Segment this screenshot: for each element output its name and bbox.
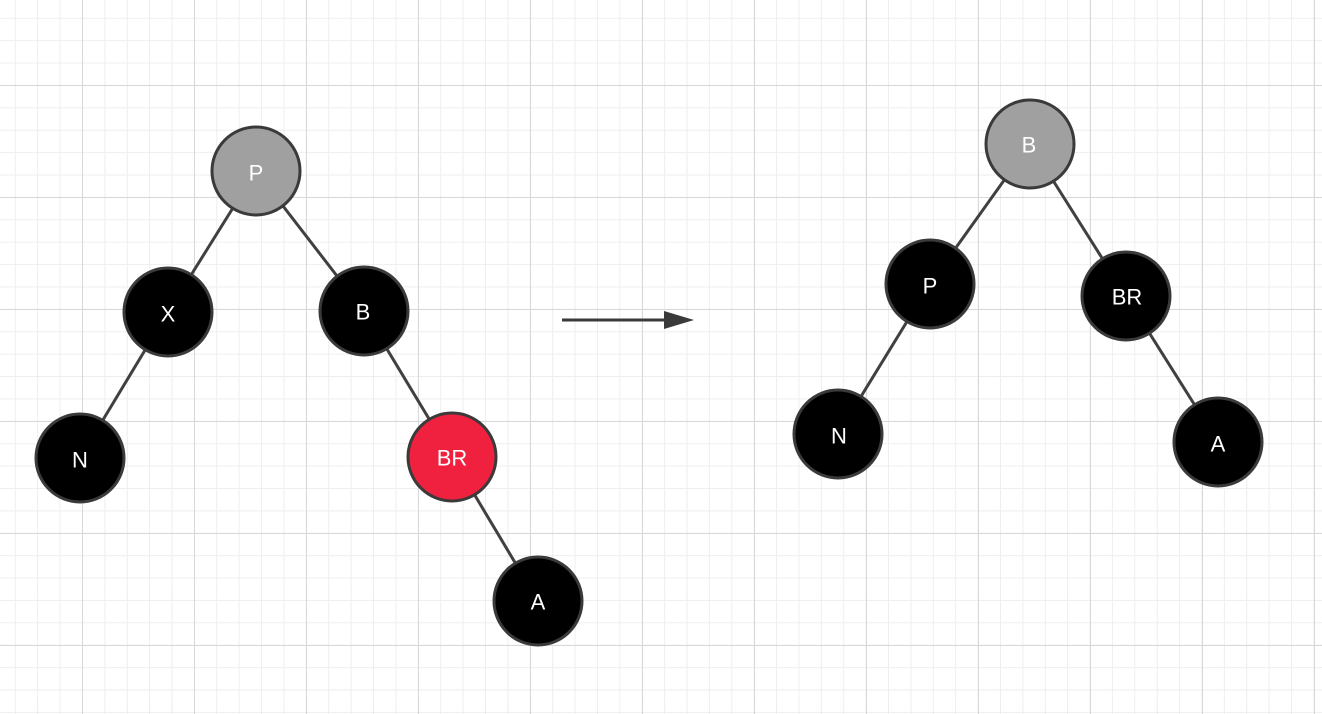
before-node-p-label: P <box>249 161 264 186</box>
after-node-b-label: B <box>1022 133 1037 158</box>
after-node-p-label: P <box>923 274 938 299</box>
before-node-x: X <box>122 266 214 358</box>
after-node-p-circle <box>884 238 976 330</box>
after-node-p: P <box>884 238 976 330</box>
before-node-br-label: BR <box>437 446 468 471</box>
before-node-a-circle <box>492 555 584 647</box>
before-node-x-circle <box>122 266 214 358</box>
before-node-b: B <box>318 265 410 357</box>
before-node-a-label: A <box>531 590 546 615</box>
before-node-br-circle <box>406 411 498 503</box>
before-node-x-label: X <box>161 302 176 327</box>
before-node-a: A <box>492 555 584 647</box>
after-tree: B P BR N A <box>792 98 1264 488</box>
before-node-br: BR <box>406 411 498 503</box>
before-node-b-circle <box>318 265 410 357</box>
before-node-p-circle <box>210 125 302 217</box>
before-node-n-label: N <box>72 448 88 473</box>
after-node-br-circle <box>1080 250 1172 342</box>
before-tree: P X B N BR A <box>34 125 584 647</box>
after-node-b-circle <box>984 98 1076 190</box>
before-node-b-label: B <box>356 300 371 325</box>
before-node-n: N <box>34 412 126 504</box>
arrow-right-icon <box>562 311 694 329</box>
after-node-n-label: N <box>831 424 847 449</box>
after-node-br-label: BR <box>1112 285 1143 310</box>
arrow-head <box>664 311 694 329</box>
after-node-n: N <box>792 388 884 480</box>
before-node-p: P <box>210 125 302 217</box>
after-node-br: BR <box>1080 250 1172 342</box>
after-node-n-circle <box>792 388 884 480</box>
after-node-b: B <box>984 98 1076 190</box>
before-node-n-circle <box>34 412 126 504</box>
after-node-a-circle <box>1172 396 1264 488</box>
after-node-a-label: A <box>1211 432 1226 457</box>
after-node-a: A <box>1172 396 1264 488</box>
